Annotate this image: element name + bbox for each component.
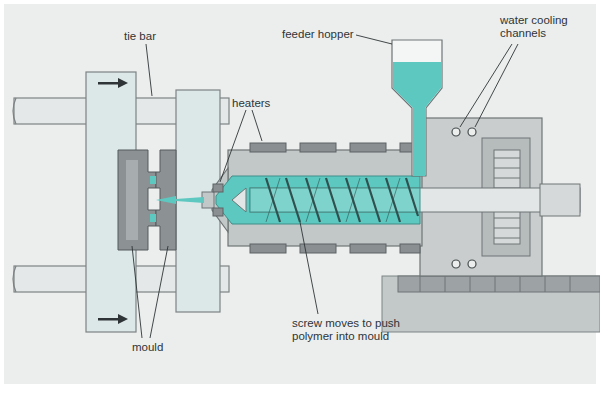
motion-arrow bbox=[98, 78, 128, 324]
barrel bbox=[176, 150, 422, 246]
heater bbox=[213, 143, 420, 253]
fixed-platen bbox=[176, 90, 220, 312]
leader-line bbox=[132, 35, 518, 338]
part-label: heaters bbox=[232, 97, 292, 110]
part-label: water cooling channels bbox=[500, 14, 578, 40]
screw bbox=[232, 178, 580, 222]
machine-base bbox=[382, 276, 600, 332]
feeder-hopper bbox=[392, 40, 442, 176]
callout-label: screw moves to push polymer into mould bbox=[292, 317, 412, 343]
mould bbox=[118, 150, 176, 250]
part-label: feeder hopper bbox=[282, 28, 362, 41]
part-label: mould bbox=[132, 341, 192, 354]
part-label: tie bar bbox=[124, 30, 194, 43]
